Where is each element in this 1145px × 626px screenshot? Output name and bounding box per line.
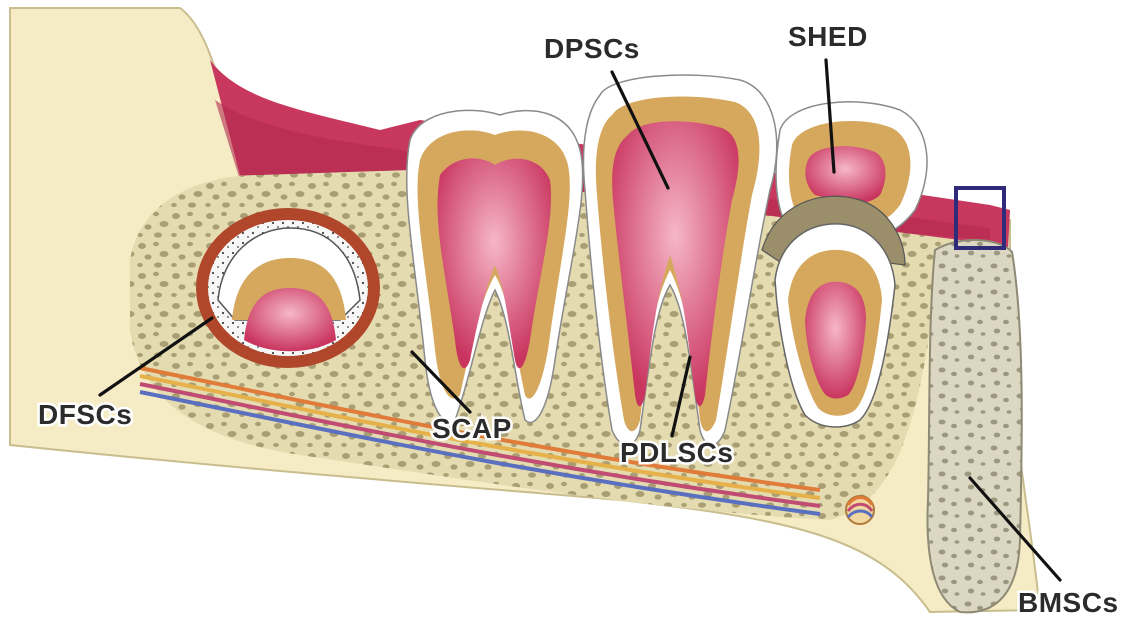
bone-marrow-section [927, 240, 1021, 612]
label-dfscs: DFSCs [38, 399, 132, 430]
developing-tooth [196, 208, 380, 368]
label-shed: SHED [788, 21, 868, 52]
label-pdlscs: PDLSCs [620, 437, 733, 468]
label-scap: SCAP [432, 413, 512, 444]
label-dpscs: DPSCs [544, 33, 640, 64]
nerve-cross-section [846, 496, 874, 524]
label-bmscs: BMSCs [1018, 587, 1119, 618]
